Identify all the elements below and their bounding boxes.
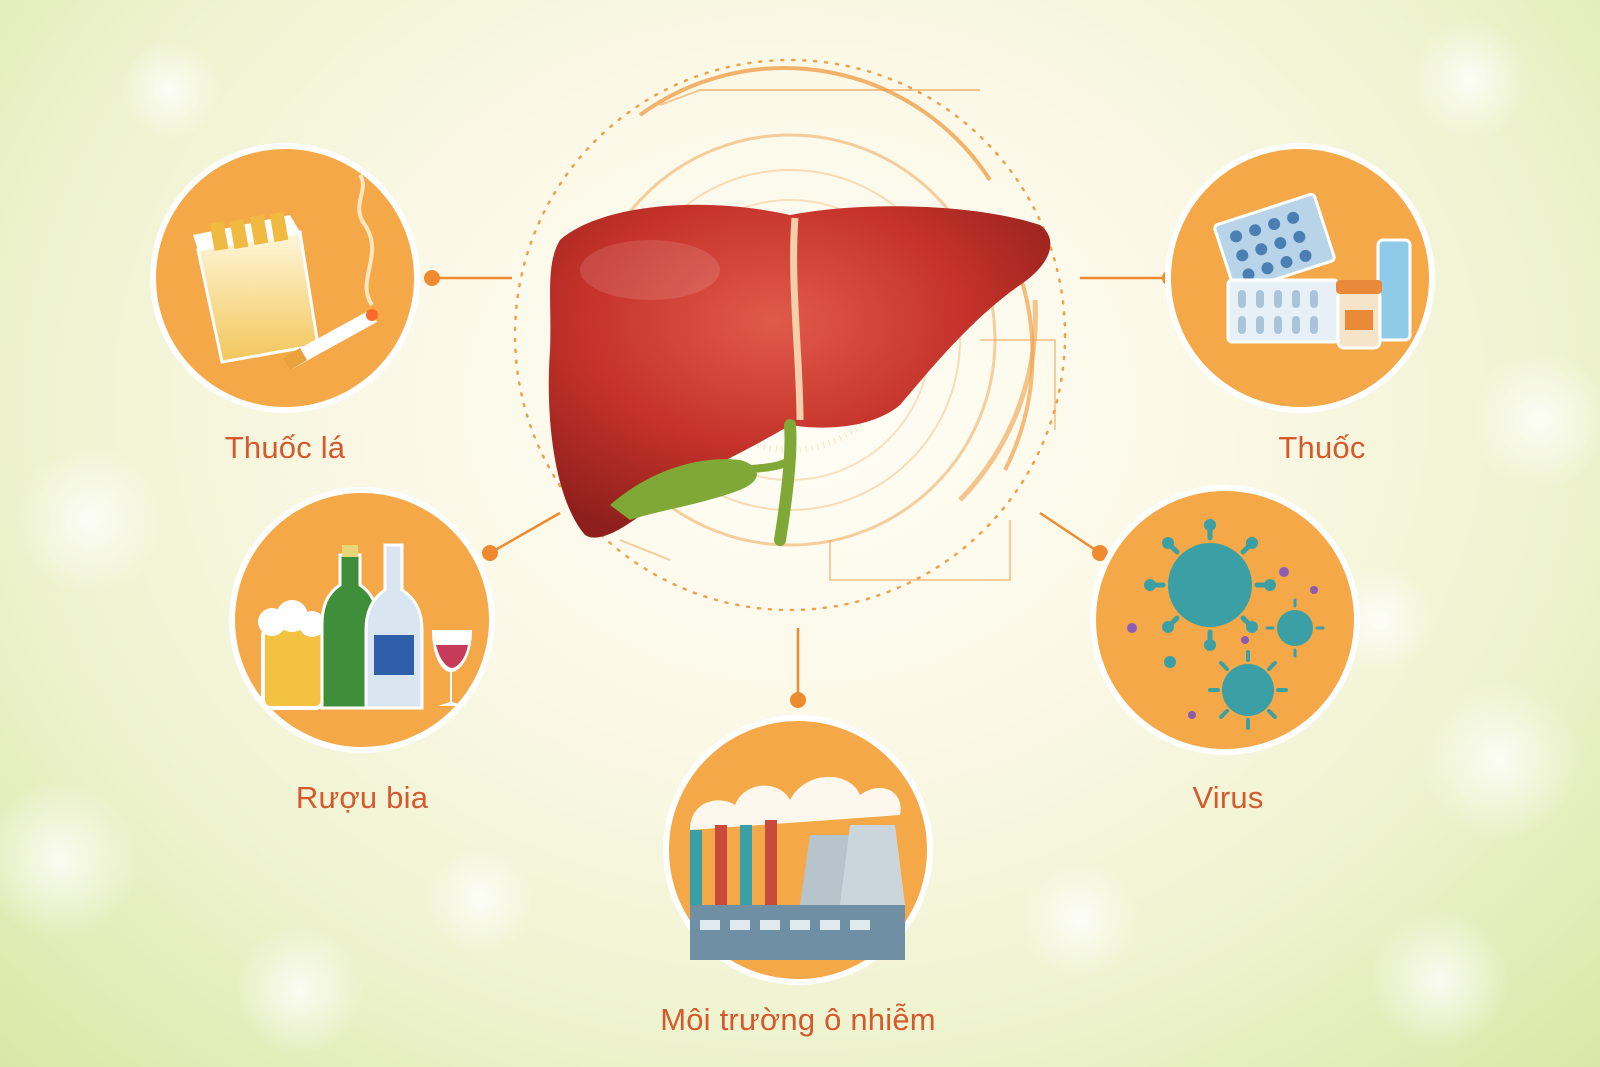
medicine-label: Thuốc [1278, 430, 1366, 465]
smoking-label: Thuốc lá [224, 430, 346, 465]
pollution-label: Môi trường ô nhiễm [660, 1002, 936, 1037]
factory-smoke-icon [690, 776, 905, 960]
pollution-factor [663, 715, 933, 985]
alcohol-factor [229, 487, 495, 753]
virus-icon [1127, 519, 1325, 730]
connector-lines [424, 270, 1178, 708]
pills-icon [1213, 192, 1412, 350]
liver-icon [548, 204, 1051, 546]
virus-factor [1090, 485, 1360, 755]
alcohol-label: Rượu bia [295, 780, 429, 815]
medicine-factor [1165, 143, 1435, 413]
beer-wine-bottles-icon [258, 543, 472, 710]
bokeh-background [0, 20, 1600, 1055]
cigarette-pack-icon [193, 173, 378, 370]
virus-label: Virus [1192, 780, 1264, 815]
smoking-factor [150, 143, 420, 413]
